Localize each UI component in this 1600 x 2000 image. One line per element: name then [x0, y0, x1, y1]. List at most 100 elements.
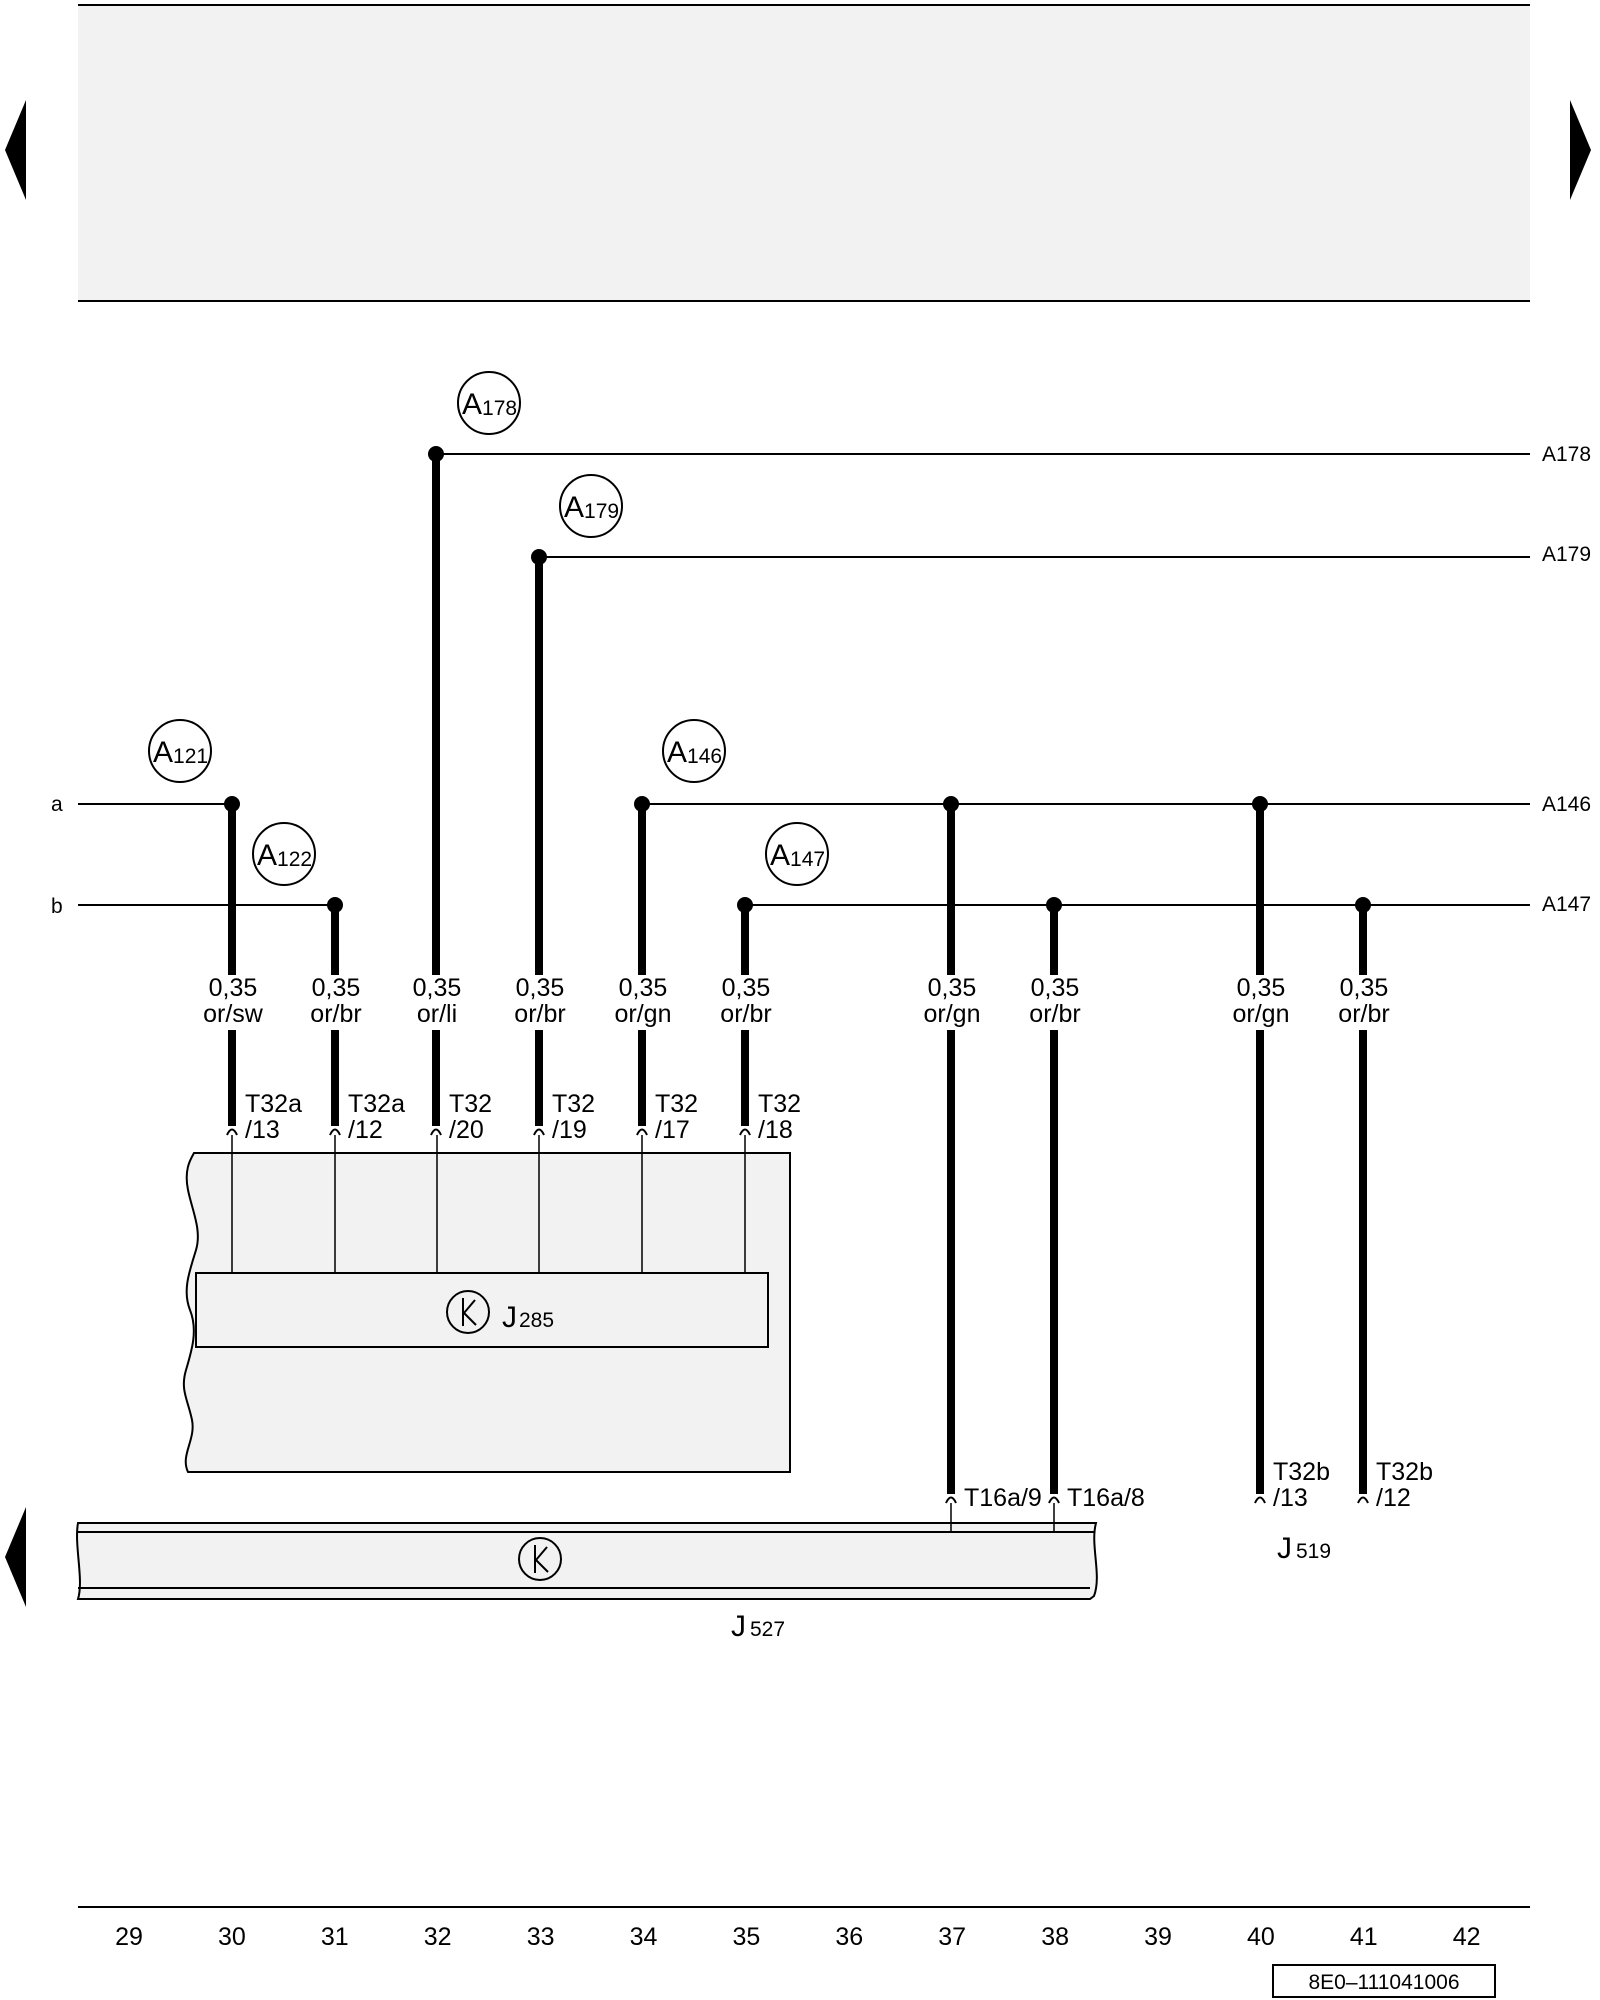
pin-id: T32	[552, 1090, 595, 1118]
wire-size: 0,35	[928, 974, 977, 1002]
wire-7[interactable]	[943, 796, 959, 1504]
pin-connector-icon	[533, 1128, 545, 1136]
wire-2[interactable]	[327, 897, 343, 1136]
pin-id: T32a	[348, 1090, 405, 1118]
bus-input-a: a	[51, 793, 63, 816]
connection-point-a179[interactable]: A179	[559, 474, 623, 538]
wire-size: 0,35	[413, 974, 462, 1002]
control-unit-symbol-icon	[518, 1537, 562, 1581]
wire-color: or/br	[1029, 1000, 1080, 1028]
wire-1[interactable]	[224, 796, 240, 1136]
previous-page-arrow-icon[interactable]	[5, 100, 26, 200]
svg-text:A121: A121	[153, 736, 208, 769]
wire-labels: 0,35or/swT32a/130,35or/brT32a/120,35or/l…	[203, 974, 1433, 1512]
component-j285: J285	[182, 1152, 791, 1473]
pin-connector-icon	[1254, 1496, 1266, 1504]
track-number: 34	[630, 1923, 658, 1951]
wire-color: or/gn	[1233, 1000, 1290, 1028]
bus-input-b: b	[51, 895, 63, 918]
wire-5[interactable]	[634, 796, 650, 1136]
track-number: 29	[115, 1923, 143, 1951]
wire-8[interactable]	[1046, 897, 1062, 1504]
track-number: 30	[218, 1923, 246, 1951]
bus-output-a146[interactable]: A146	[1542, 793, 1591, 816]
track-number: 40	[1247, 1923, 1275, 1951]
bus-lines	[78, 453, 1530, 906]
j285-pin-lines	[231, 1135, 746, 1273]
header-area	[78, 4, 1530, 302]
wire-size: 0,35	[209, 974, 258, 1002]
wire-size: 0,35	[619, 974, 668, 1002]
connection-point-a146[interactable]: A146	[662, 719, 726, 783]
wire-9[interactable]	[1252, 796, 1268, 1504]
track-number: 41	[1350, 1923, 1378, 1951]
wire-4[interactable]	[531, 549, 547, 1136]
next-page-arrow-icon[interactable]	[1570, 100, 1591, 200]
pin-connector-icon	[636, 1128, 648, 1136]
component-label-j285: J285	[502, 1301, 554, 1334]
pin-connector-icon	[1357, 1496, 1369, 1504]
pin-id: T32	[655, 1090, 698, 1118]
wire-color: or/li	[417, 1000, 457, 1028]
pin-id: T32b	[1376, 1458, 1433, 1486]
pin-number: /13	[245, 1116, 280, 1144]
wire-size: 0,35	[1340, 974, 1389, 1002]
junction-dot	[634, 796, 650, 812]
pin-id: T32	[449, 1090, 492, 1118]
pin-number: /20	[449, 1116, 484, 1144]
pin-id: T32b	[1273, 1458, 1330, 1486]
wire-size: 0,35	[1031, 974, 1080, 1002]
control-unit-symbol-icon	[446, 1290, 490, 1334]
svg-text:A147: A147	[770, 839, 825, 872]
connection-point-a122[interactable]: A122	[252, 822, 316, 886]
junction-dot	[1355, 897, 1371, 913]
junction-dot	[327, 897, 343, 913]
svg-text:A178: A178	[462, 388, 517, 421]
junction-dot	[1252, 796, 1268, 812]
wire-color: or/sw	[203, 1000, 264, 1028]
pin-id: T16a/9	[964, 1484, 1042, 1512]
track-number: 36	[835, 1923, 863, 1951]
wire-color: or/br	[514, 1000, 565, 1028]
pin-connector-icon	[739, 1128, 751, 1136]
junction-dot	[943, 796, 959, 812]
wire-size: 0,35	[312, 974, 361, 1002]
wire-size: 0,35	[722, 974, 771, 1002]
connection-point-a178[interactable]: A178	[457, 371, 521, 435]
wire-color: or/br	[720, 1000, 771, 1028]
wire-3[interactable]	[428, 446, 444, 1136]
bus-output-a179[interactable]: A179	[1542, 543, 1591, 566]
bus-output-a178[interactable]: A178	[1542, 443, 1591, 466]
pin-id: T32	[758, 1090, 801, 1118]
junction-dot	[1046, 897, 1062, 913]
j527-pin-lines	[950, 1503, 1055, 1532]
junction-dot	[531, 549, 547, 565]
diagram-id-box: 8E0–111041006	[1272, 1964, 1496, 1998]
diagram-id: 8E0–111041006	[1308, 1971, 1459, 1994]
wire-6[interactable]	[737, 897, 753, 1136]
junction-dot	[224, 796, 240, 812]
track-number: 31	[321, 1923, 349, 1951]
wire-color: or/gn	[615, 1000, 672, 1028]
connection-point-a121[interactable]: A121	[148, 719, 212, 783]
wire-10[interactable]	[1355, 897, 1371, 1504]
pin-number: /12	[348, 1116, 383, 1144]
track-number: 42	[1453, 1923, 1481, 1951]
bus-output-a147[interactable]: A147	[1542, 893, 1591, 916]
track-number: 37	[938, 1923, 966, 1951]
pin-connector-icon	[1048, 1496, 1060, 1504]
wire-color: or/br	[310, 1000, 361, 1028]
pin-connector-icon	[226, 1128, 238, 1136]
previous-link-arrow-icon[interactable]	[5, 1507, 26, 1607]
track-number: 35	[732, 1923, 760, 1951]
connection-point-a147[interactable]: A147	[765, 822, 829, 886]
